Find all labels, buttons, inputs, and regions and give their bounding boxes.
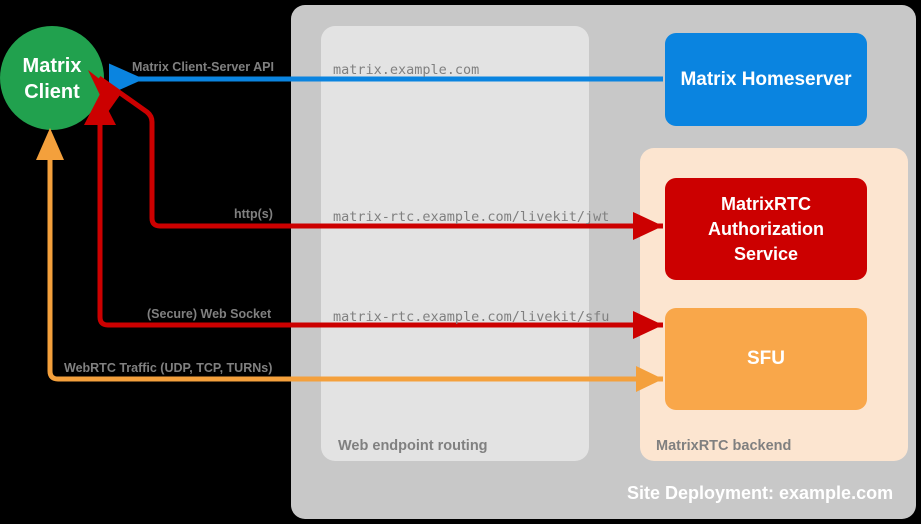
edge-webrtc-arrowhead-client <box>36 128 64 160</box>
group-site-deployment-label: Site Deployment: example.com <box>627 483 894 503</box>
node-matrix-homeserver[interactable] <box>665 33 867 126</box>
group-matrixrtc-backend-label: MatrixRTC backend <box>656 438 792 454</box>
edge-webrtc-label: WebRTC Traffic (UDP, TCP, TURNs) <box>64 361 273 375</box>
edge-websocket-arrowhead-client <box>84 94 116 125</box>
edge-https-line-out <box>97 75 663 229</box>
node-matrix-client[interactable] <box>0 26 104 130</box>
edge-websocket-arrowhead-sfu <box>633 311 663 339</box>
endpoint-jwt-label: matrix-rtc.example.com/livekit/jwt <box>333 209 610 225</box>
group-web-endpoint-routing <box>321 26 589 461</box>
node-matrixrtc-authorization-service[interactable] <box>665 178 867 280</box>
group-web-endpoint-routing-label: Web endpoint routing <box>338 438 488 454</box>
edge-websocket-line-out <box>97 110 663 328</box>
edge-webrtc-line <box>47 150 663 382</box>
edge-https-arrowhead-client <box>88 70 120 112</box>
edge-client-server-api-label: Matrix Client-Server API <box>132 60 274 74</box>
edge-websocket-label: (Secure) Web Socket <box>147 307 272 321</box>
endpoint-sfu-label: matrix-rtc.example.com/livekit/sfu <box>333 309 610 325</box>
node-sfu[interactable] <box>665 308 867 410</box>
edge-https-arrowhead-auth <box>633 212 663 240</box>
endpoint-matrix-label: matrix.example.com <box>333 62 480 78</box>
edge-https-label: http(s) <box>234 207 273 221</box>
edge-webrtc-arrowhead-sfu <box>636 366 663 392</box>
